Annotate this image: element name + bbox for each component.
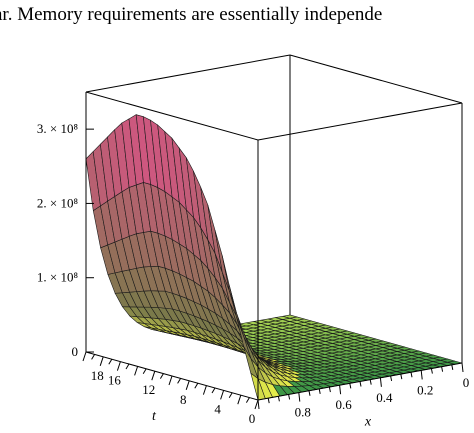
z-tick-label: 3. × 10⁸ [37, 121, 79, 136]
t-tick-mark [202, 385, 207, 395]
x-tick-mark [308, 390, 311, 396]
t-tick-mark [134, 366, 139, 376]
x-tick-mark [328, 386, 331, 393]
t-tick-label: 0 [249, 411, 256, 426]
x-tick-mark [420, 370, 423, 380]
t-tick-mark [91, 354, 96, 360]
t-tick-label: 4 [214, 401, 221, 416]
t-tick-mark [142, 368, 147, 375]
x-tick-mark [369, 379, 372, 385]
t-tick-mark [108, 358, 113, 365]
t-tick-mark [228, 392, 233, 399]
x-tick-mark [318, 388, 321, 394]
x-tick-mark [451, 364, 454, 370]
t-tick-mark [168, 375, 173, 386]
t-tick-mark [220, 390, 225, 400]
t-tick-mark [99, 356, 104, 366]
box-edge [85, 91, 259, 141]
t-tick-label: 18 [91, 368, 104, 383]
x-tick-label: 0.6 [335, 397, 352, 412]
t-tick-mark [237, 395, 242, 405]
z-tick-label: 0 [72, 344, 79, 359]
x-tick-mark [441, 366, 444, 372]
x-tick-mark [349, 383, 352, 389]
x-tick-mark [390, 375, 393, 382]
t-tick-mark [82, 351, 87, 362]
t-tick-mark [254, 399, 259, 410]
surface-mesh [85, 114, 463, 401]
x-tick-mark [359, 381, 362, 387]
t-tick-mark [116, 361, 121, 371]
x-tick-mark [339, 385, 342, 395]
x-tick-mark [277, 396, 280, 402]
x-tick-label: 0.8 [295, 405, 311, 420]
t-tick-mark [211, 387, 216, 394]
x-tick-label: 0 [463, 375, 470, 390]
box-edge [85, 54, 291, 93]
axis-ticks: 0 1. × 10⁸ 2. × 10⁸ 3. × 10⁸ 18 16 12 8 4 0 0.8 0.6… [37, 121, 469, 426]
caption-text: ar. Memory requirements are essentially … [0, 4, 383, 25]
x-tick-mark [400, 374, 403, 380]
t-tick-label: 8 [180, 392, 187, 407]
box-edge [257, 102, 463, 141]
t-tick-mark [177, 378, 182, 384]
t-tick-mark [185, 380, 190, 390]
t-tick-mark [151, 371, 156, 381]
t-tick-mark [159, 373, 164, 379]
box-edge [289, 54, 463, 104]
x-tick-mark [267, 398, 270, 404]
x-tick-mark [288, 394, 291, 400]
x-tick-mark [298, 392, 301, 402]
x-axis-label: x [364, 415, 372, 430]
x-tick-mark [461, 362, 464, 373]
bounding-box [85, 54, 463, 401]
x-tick-mark [430, 368, 433, 374]
t-tick-mark [125, 363, 130, 370]
surface-plot-3d: 0 1. × 10⁸ 2. × 10⁸ 3. × 10⁸ 18 16 12 8 4 0 0.8 0.6… [37, 54, 469, 430]
x-tick-mark [257, 399, 260, 410]
t-tick-label: 16 [108, 373, 122, 388]
t-axis-label: t [152, 409, 157, 424]
z-tick-label: 2. × 10⁸ [37, 195, 79, 210]
x-tick-mark [379, 377, 382, 387]
x-tick-label: 0.2 [417, 382, 433, 397]
z-tick-label: 1. × 10⁸ [37, 270, 79, 285]
t-tick-label: 12 [142, 382, 155, 397]
t-tick-mark [245, 397, 250, 403]
t-tick-mark [194, 382, 199, 389]
x-tick-label: 0.4 [376, 390, 393, 405]
x-tick-mark [410, 372, 413, 378]
